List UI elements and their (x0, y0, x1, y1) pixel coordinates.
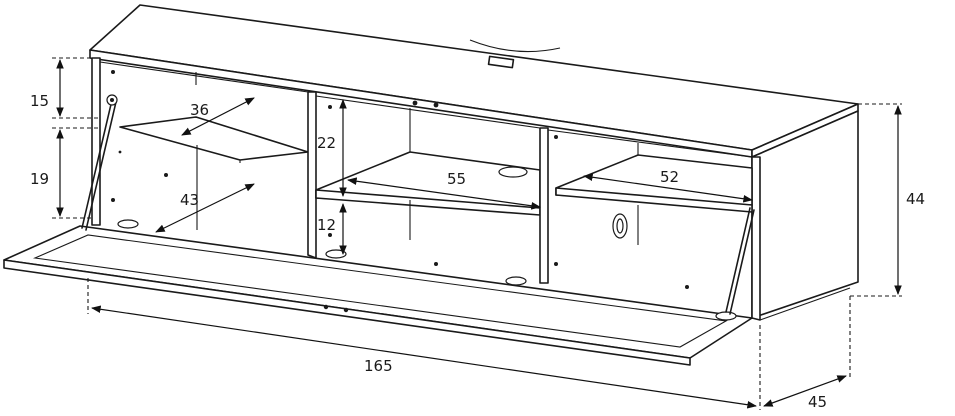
plinth-edge (759, 287, 851, 321)
cable-notch (469, 39, 561, 53)
dim-label-52: 52 (660, 168, 679, 186)
dim-label-15: 15 (30, 92, 49, 110)
right-side-edge (751, 156, 761, 321)
dim-label-19: 19 (30, 170, 49, 188)
flap-door (3, 225, 753, 366)
dim-label-55: 55 (447, 170, 466, 188)
dim-label-36: 36 (190, 101, 209, 119)
dim-label-43: 43 (180, 191, 199, 209)
cable-grommet (487, 55, 515, 69)
gas-struts (81, 94, 755, 315)
dimension-lines (52, 57, 902, 410)
fixing-holes (111, 70, 689, 289)
cable-hole (498, 166, 528, 178)
dim-label-45: 45 (808, 393, 827, 411)
dim-label-12: 12 (317, 216, 336, 234)
dim-label-44: 44 (906, 190, 925, 208)
dim-label-22: 22 (317, 134, 336, 152)
dim-label-165: 165 (364, 357, 393, 375)
cabinet-top (89, 4, 859, 158)
